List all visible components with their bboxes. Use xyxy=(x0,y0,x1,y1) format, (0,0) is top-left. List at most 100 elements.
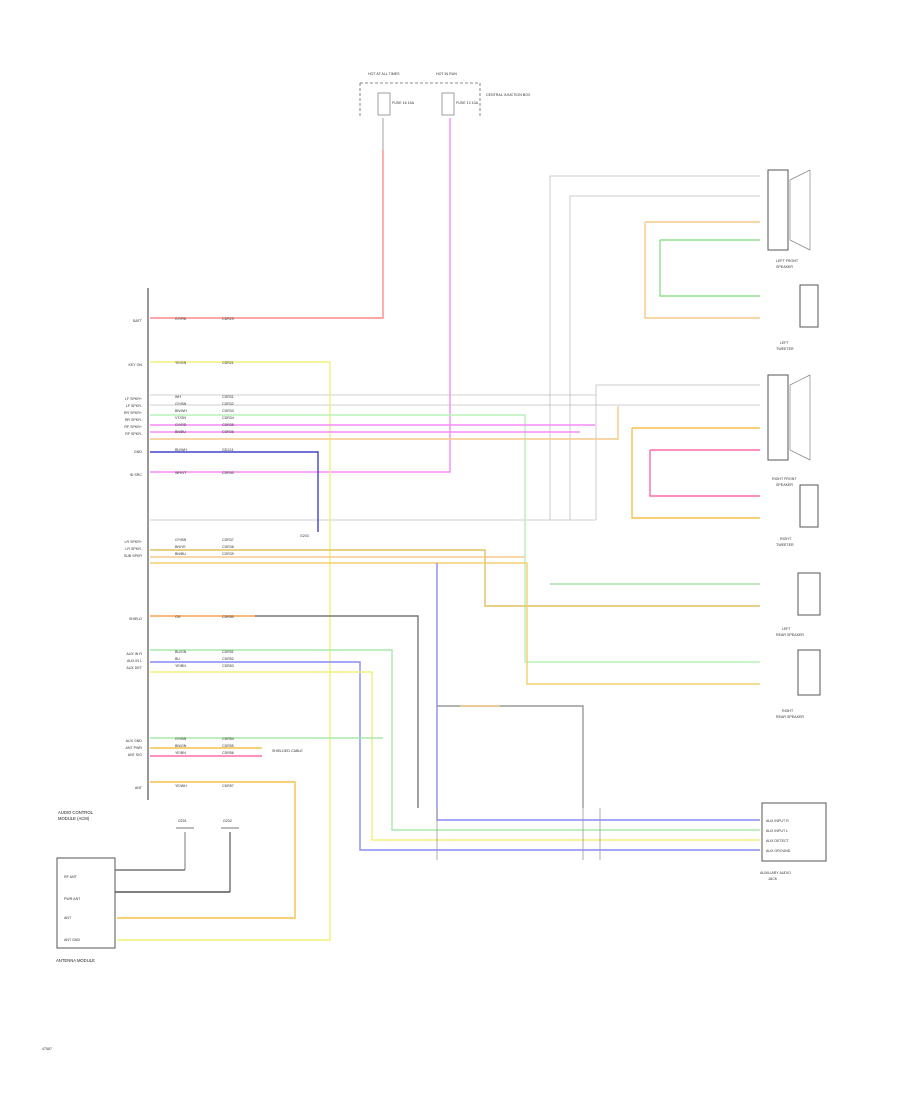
speaker-right-tweeter: RIGHT TWEETER xyxy=(776,484,819,547)
module-caption-2: MODULE (ACM) xyxy=(58,816,90,821)
fuse-b-symbol xyxy=(441,92,455,116)
wire-rf-speaker xyxy=(649,450,760,497)
speaker-label: SPEAKER xyxy=(776,483,793,487)
speaker-right-rear: RIGHT REAR SPEAKER xyxy=(776,649,821,719)
wire-color-label: GY/RD xyxy=(175,423,187,427)
module-pin-label: AUX IN L xyxy=(127,659,142,663)
circuit-label: CDR33 xyxy=(222,409,234,413)
wire-gray-ref xyxy=(549,175,760,520)
ground-icon: G201 xyxy=(176,819,194,870)
speaker-label: REAR SPEAKER xyxy=(776,633,804,637)
antenna-module-box xyxy=(56,857,116,949)
wire-aux-ground xyxy=(437,705,584,808)
circuit-label: CDR31 xyxy=(222,395,234,399)
circuit-label: CDR37 xyxy=(222,538,234,542)
module-pin-label: LF SPKR- xyxy=(126,404,143,408)
wire-color-label: YE/GN xyxy=(175,361,187,365)
module-pin-label: LF SPKR+ xyxy=(125,397,142,401)
wire-color-label: GY/BN xyxy=(175,538,187,542)
wire-aux-green xyxy=(150,649,760,831)
wire-ant-yellow xyxy=(117,781,296,919)
aux-pin-label: AUX INPUT L xyxy=(766,829,788,833)
module-pin-label: ANT PWR xyxy=(125,746,142,750)
wire-color-label: VT/GN xyxy=(175,416,186,420)
circuit-label: CDR53 xyxy=(222,664,234,668)
antenna-pin-label: ANT GND xyxy=(64,938,81,942)
speaker-left-rear: LEFT REAR SPEAKER xyxy=(776,572,821,637)
circuit-label: CDR55 xyxy=(222,744,234,748)
wire-ground xyxy=(150,451,319,532)
ground-a-label: G201 xyxy=(178,819,187,823)
wire-batt xyxy=(150,150,384,319)
module-pin-label: LR SPKR+ xyxy=(125,540,142,544)
wire-speaker-orange xyxy=(150,406,619,440)
speaker-label: LEFT xyxy=(780,341,790,345)
wire-color-label: BN/GN xyxy=(175,744,187,748)
wire-color-label: YE/BN xyxy=(175,664,186,668)
wire-color-label: YE/WH xyxy=(175,784,187,788)
wire-aux-yellow xyxy=(150,671,760,841)
circuit-label: CDR29 xyxy=(222,317,234,321)
wire-antenna-yellow xyxy=(117,361,331,941)
module-pin-label: AUX IN R xyxy=(126,652,142,656)
circuit-label: CDR35 xyxy=(222,423,234,427)
wire-color-label: BU/GN xyxy=(175,650,187,654)
wire-color-label: GY/RD xyxy=(175,317,187,321)
wire-rf-speaker xyxy=(631,428,760,519)
module-pin-label: ID SRC xyxy=(130,473,143,477)
module-pin-label: RF SPKR- xyxy=(125,432,143,436)
module-pin-label: ANT xyxy=(135,786,143,790)
aux-pin-label: AUX INPUT R xyxy=(766,819,789,823)
circuit-label: CDR34 xyxy=(222,416,234,420)
circuit-label: CDR38 xyxy=(222,545,234,549)
aux-caption-2: JACK xyxy=(768,877,778,881)
wire-key-on xyxy=(150,118,451,473)
fuse-box: HOT AT ALL TIMES HOT IN RUN FUSE 16 15A … xyxy=(359,72,531,118)
antenna-module-caption: ANTENNA MODULE xyxy=(56,958,95,963)
wire-color-label: BN/BU xyxy=(175,430,186,434)
wire-lf-speaker xyxy=(644,222,760,319)
speaker-label: LEFT FRONT xyxy=(776,259,799,263)
antenna-pin-label: RF ANT xyxy=(64,875,78,879)
wire-color-label: YE/BN xyxy=(175,751,186,755)
module-pin-label: AUX GND xyxy=(126,739,143,743)
module-pin-label: BATT xyxy=(133,319,143,323)
wire-color-label: BN/WH xyxy=(175,409,187,413)
wire-gray-ref xyxy=(569,195,760,520)
circuit-label: CDR40 xyxy=(222,471,234,475)
fuse-box-caption: CENTRAL JUNCTION BOX xyxy=(486,93,531,97)
aux-pin-label: AUX GROUND xyxy=(766,849,791,853)
module-pin-label: KEY ON xyxy=(128,363,142,367)
module-pin-label: AUX DET xyxy=(126,666,142,670)
module-pin-label: LR SPKR- xyxy=(125,547,142,551)
module-pin-label: RR SPKR- xyxy=(125,418,143,422)
aux-pin-label: AUX DETECT xyxy=(766,839,790,843)
wire-color-label: BN/YE xyxy=(175,545,186,549)
wire-color-label: BU xyxy=(175,657,180,661)
module-pin-label: ANT SIG xyxy=(128,753,143,757)
ground-icon: G202 xyxy=(221,819,239,892)
circuit-label: CDR54 xyxy=(222,737,234,741)
aux-jack-box xyxy=(761,802,827,862)
speaker-label: RIGHT xyxy=(780,537,792,541)
circuit-label: CDR52 xyxy=(222,657,234,661)
speaker-label: RIGHT xyxy=(782,709,794,713)
ground-b-label: G202 xyxy=(223,819,232,823)
circuit-label: CDR36 xyxy=(222,430,234,434)
antenna-pin-label: PWR ANT xyxy=(64,897,81,901)
wire-color-label: GY/BN xyxy=(175,402,187,406)
speaker-label: RIGHT FRONT xyxy=(772,477,797,481)
speaker-label: TWEETER xyxy=(776,543,794,547)
wire-shield-gray xyxy=(255,615,419,808)
wire-lr-speaker xyxy=(150,549,760,607)
wire-gray-ref xyxy=(595,384,760,520)
circuit-label: CDR50 xyxy=(222,615,234,619)
wire-color-label: GY/BN xyxy=(175,737,187,741)
circuit-label: GD124 xyxy=(222,448,233,452)
module-pin-label: SUB SPKR xyxy=(124,554,143,558)
speaker-left-front: LEFT FRONT SPEAKER xyxy=(767,169,811,269)
page-code: 47587 xyxy=(42,1047,52,1051)
speaker-label: TWEETER xyxy=(776,347,794,351)
